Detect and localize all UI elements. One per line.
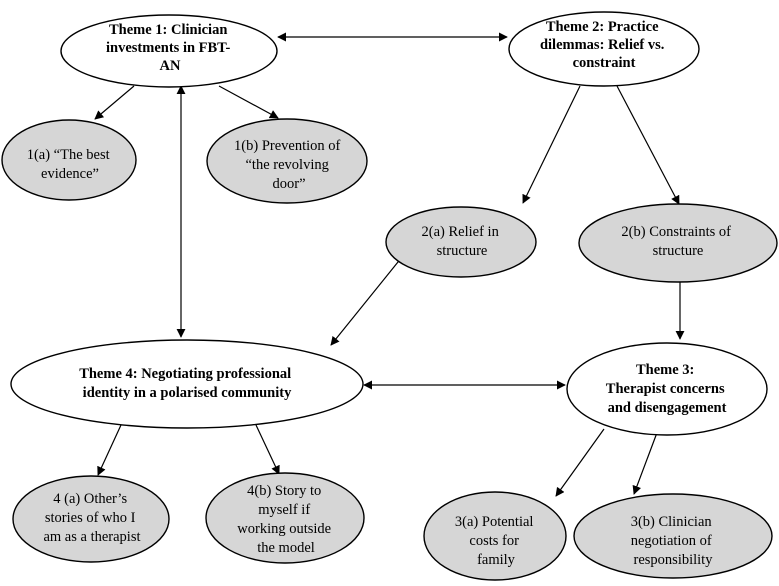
subtheme-4a-node: 4 (a) Other’s stories of who I am as a t… (12, 475, 170, 563)
theme-4-line-1: Theme 4: Negotiating professional (79, 366, 291, 382)
subtheme-1a-node: 1(a) “The best evidence” (1, 119, 137, 201)
connectors (94, 32, 685, 497)
svg-text:2(a) Relief in structure: 2(a) Relief in structure (422, 224, 503, 259)
subtheme-1a-line-1: 1(a) “The best (27, 147, 110, 163)
svg-text:Theme 2: Practice dilemm: Theme 2: Practice dilemmas: Relief vs. c… (540, 19, 668, 71)
subtheme-3a-line-1: 3(a) Potential (455, 514, 534, 530)
theme-3-line-3: and disengagement (608, 400, 727, 416)
theme-1-line-3: AN (160, 58, 181, 74)
arrow-theme2-sub2a (522, 85, 581, 204)
arrow-theme3-sub3a (555, 428, 605, 497)
subtheme-1b-line-1: 1(b) Prevention of (234, 138, 340, 154)
subtheme-3b-line-2: negotiation of (631, 533, 712, 549)
subtheme-4a-line-2: stories of who I (45, 510, 136, 526)
theme-4-line-2: identity in a polarised community (83, 385, 292, 401)
theme-3-line-2: Therapist concerns (606, 381, 725, 397)
subtheme-2b-node: 2(b) Constraints of structure (578, 203, 778, 283)
svg-text:3(b) Clinician negotiati: 3(b) Clinician negotiation of responsibi… (631, 514, 716, 568)
subtheme-1a-line-2: evidence” (41, 166, 99, 182)
svg-text:1(a) “The best evidence”: 1(a) “The best evidence” (27, 147, 114, 182)
svg-text:1(b) Prevention of “the: 1(b) Prevention of “the revolving door” (234, 138, 344, 192)
theme-1-line-1: Theme 1: Clinician (109, 22, 227, 38)
subtheme-2a-line-1: 2(a) Relief in (422, 224, 500, 240)
svg-text:4 (a) Other’s stories of: 4 (a) Other’s stories of who I am as a t… (43, 491, 140, 545)
subtheme-2b-line-2: structure (653, 243, 704, 259)
subtheme-4a-line-1: 4 (a) Other’s (53, 491, 127, 507)
theme-3-node: Theme 3: Therapist concerns and disengag… (566, 342, 768, 436)
svg-text:4(b) Story to myself if: 4(b) Story to myself if working outside … (237, 483, 334, 556)
arrow-theme1-sub1b (218, 85, 279, 119)
theme-1-node: Theme 1: Clinician investments in FBT- A… (60, 14, 278, 88)
theme-2-line-3: constraint (573, 55, 636, 71)
svg-text:3(a) Potential costs for: 3(a) Potential costs for family (455, 514, 537, 568)
svg-text:Theme 3: Therapist conce: Theme 3: Therapist concerns and disengag… (606, 362, 728, 416)
arrow-sub2a-theme4 (330, 256, 403, 346)
subtheme-3a-line-2: costs for (469, 533, 519, 549)
subtheme-2b-line-1: 2(b) Constraints of (621, 224, 731, 240)
subtheme-1b-node: 1(b) Prevention of “the revolving door” (206, 118, 368, 204)
subtheme-4a-line-3: am as a therapist (43, 529, 140, 545)
subtheme-3b-node: 3(b) Clinician negotiation of responsibi… (573, 493, 773, 579)
subtheme-4b-line-3: working outside (237, 521, 331, 537)
theme-2-line-2: dilemmas: Relief vs. (540, 37, 664, 53)
subtheme-3b-line-3: responsibility (634, 552, 714, 568)
svg-text:2(b) Constraints of stru: 2(b) Constraints of structure (621, 224, 734, 259)
subtheme-1b-line-3: door” (272, 176, 305, 192)
subtheme-3a-line-3: family (477, 552, 516, 568)
subtheme-2a-node: 2(a) Relief in structure (385, 206, 537, 278)
arrow-theme4-sub4a (97, 424, 122, 476)
arrow-theme2-sub2b (616, 85, 680, 205)
subtheme-3b-line-1: 3(b) Clinician (631, 514, 713, 530)
svg-text:Theme 4: Negotiating professio: Theme 4: Negotiating professional identi… (79, 366, 295, 401)
subtheme-4b-node: 4(b) Story to myself if working outside … (205, 472, 365, 564)
theme-1-line-2: investments in FBT- (106, 40, 231, 56)
theme-2-node: Theme 2: Practice dilemmas: Relief vs. c… (508, 11, 700, 87)
theme-3-line-1: Theme 3: (636, 362, 694, 378)
theme-2-line-1: Theme 2: Practice (546, 19, 659, 35)
subtheme-3a-node: 3(a) Potential costs for family (423, 491, 567, 581)
subtheme-2a-line-2: structure (437, 243, 488, 259)
arrow-theme4-sub4b (255, 424, 280, 475)
svg-text:Theme 1: Clinician inves: Theme 1: Clinician investments in FBT- A… (106, 22, 234, 74)
arrow-theme3-sub3b (632, 429, 659, 495)
subtheme-4b-line-1: 4(b) Story to (247, 483, 321, 499)
subtheme-1b-line-2: “the revolving (246, 157, 329, 173)
subtheme-4b-line-2: myself if (258, 502, 310, 518)
arrow-theme1-sub1a (94, 85, 135, 120)
theme-4-node: Theme 4: Negotiating professional identi… (10, 339, 364, 429)
subtheme-4b-line-4: the model (257, 540, 315, 556)
